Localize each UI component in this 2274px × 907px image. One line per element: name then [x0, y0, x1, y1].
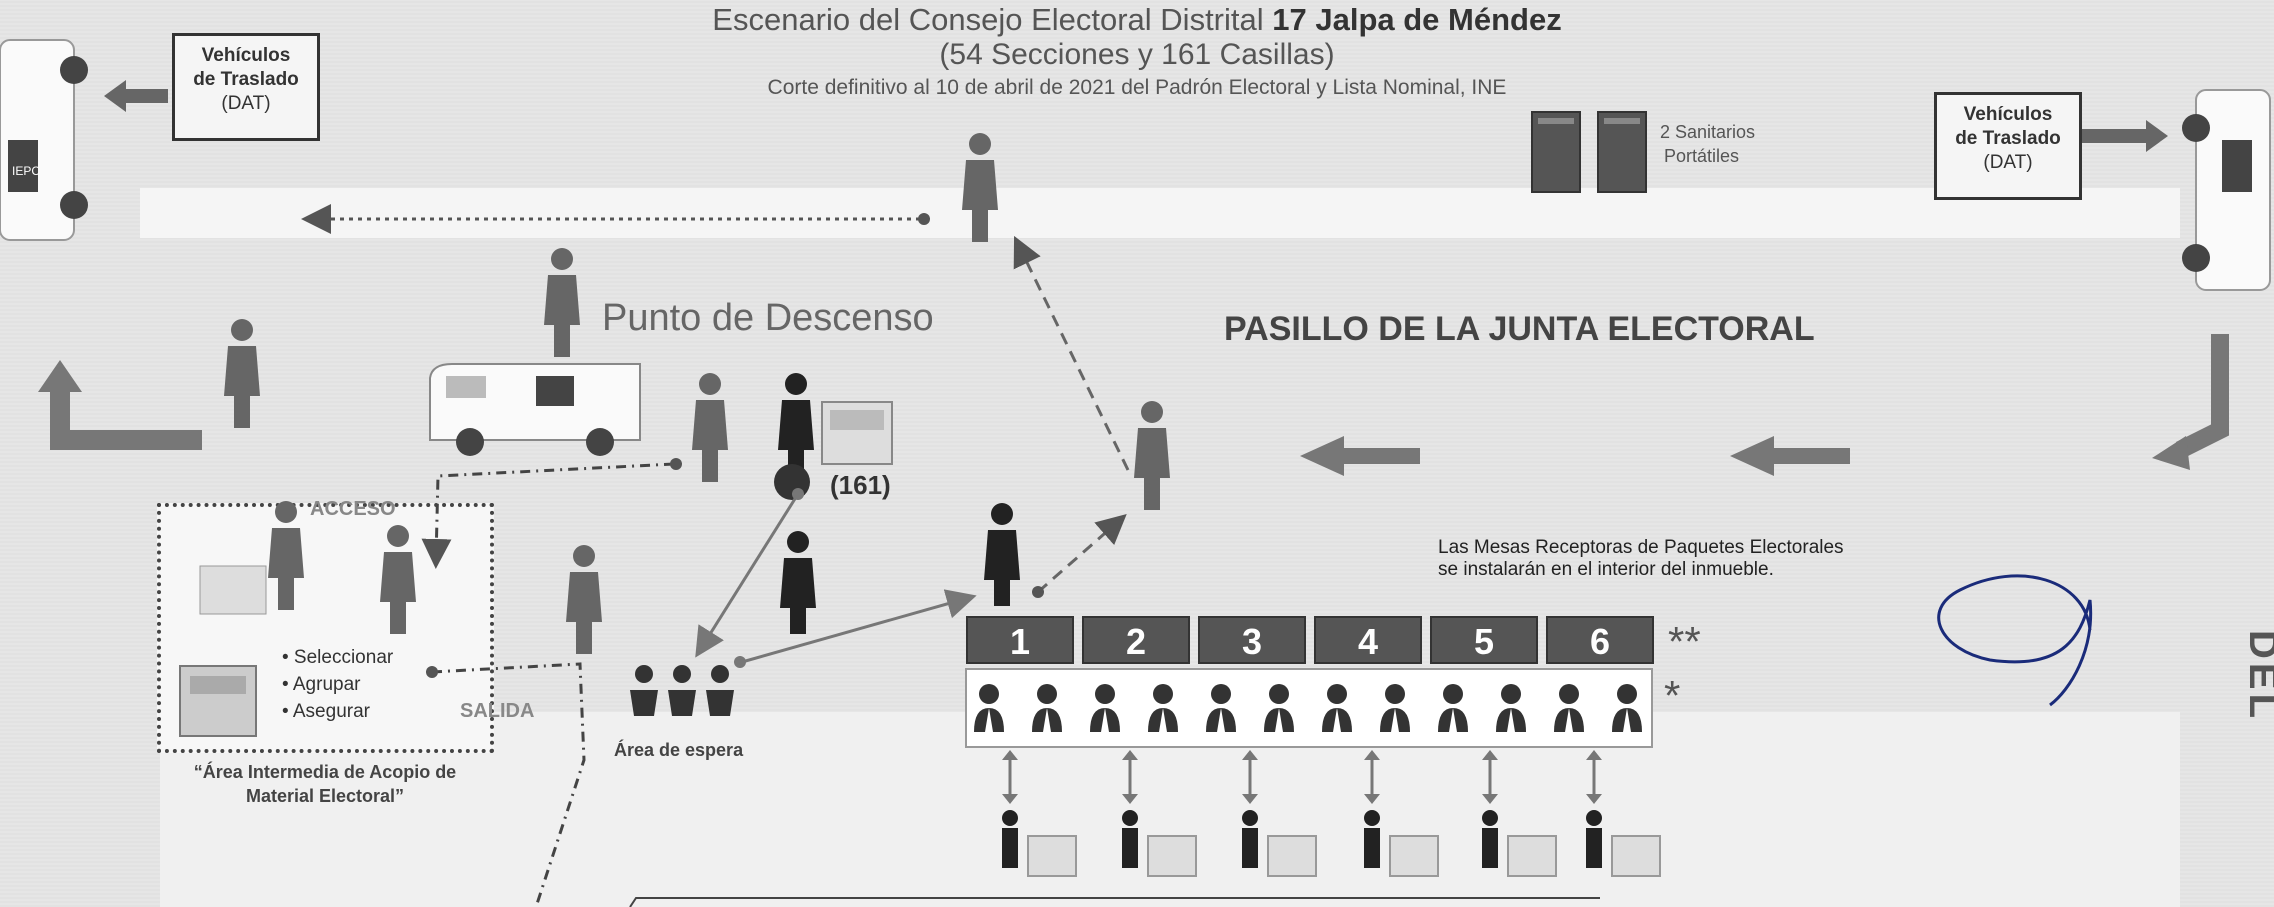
- step-asegurar: • Asegurar: [282, 701, 370, 722]
- mesas-note: Las Mesas Receptoras de Paquetes Elector…: [1438, 537, 1844, 580]
- mesa-4: 4: [1314, 616, 1422, 664]
- arrow-to-mesas: [741, 589, 977, 664]
- arrow-to-left-van-head: [104, 80, 126, 112]
- top-lane-band: [140, 188, 2180, 238]
- return-arrow-right-head: [2152, 436, 2190, 470]
- return-arrow-right: [2175, 334, 2229, 459]
- van-left-icon: IEPC: [0, 39, 88, 241]
- flow-into-acceso: [421, 462, 675, 569]
- area-steps-list: • Seleccionar • Agrupar • Asegurar: [282, 644, 393, 725]
- area-caption: “Área Intermedia de Acopio de Material E…: [193, 762, 457, 806]
- espera-label: Área de espera: [614, 740, 744, 760]
- van-descenso-icon: [429, 363, 641, 456]
- step-agrupar: • Agrupar: [282, 674, 361, 695]
- punto-descenso-label: Punto de Descenso: [602, 297, 934, 339]
- bottom-line: [629, 897, 1600, 907]
- package-box-icon: [821, 401, 893, 465]
- van-right-icon: [2182, 89, 2271, 291]
- vehicles-box-right: Vehículos de Traslado (DAT): [1934, 92, 2082, 200]
- flow-to-top-person: [1013, 235, 1130, 471]
- vehicles-box-left: Vehículos de Traslado (DAT): [172, 33, 320, 141]
- mesa-3: 3: [1198, 616, 1306, 664]
- sanitarios-icon: [1531, 111, 1647, 193]
- mesa-updown-arrows: [1008, 758, 1596, 796]
- workers-icons: [974, 684, 1642, 732]
- person-dark-icons: [774, 373, 1020, 634]
- flow-mesa-to-pasillo: [1037, 514, 1127, 594]
- diagram-subtitle: (54 Secciones y 161 Casillas): [939, 38, 1335, 71]
- flow-dot-salida: [426, 666, 438, 678]
- diagram-title: Escenario del Consejo Electoral Distrita…: [712, 2, 1562, 37]
- mesa-5: 5: [1430, 616, 1538, 664]
- arrow-to-espera: [695, 493, 800, 658]
- arrow-espera-dot: [792, 488, 804, 500]
- mesa-6: 6: [1546, 616, 1654, 664]
- espera-people-icon: [630, 665, 734, 716]
- pasillo-label: PASILLO DE LA JUNTA ELECTORAL: [1224, 310, 1815, 348]
- mesa-2: 2: [1082, 616, 1190, 664]
- queue-icons: [1002, 810, 1661, 877]
- salida-label: SALIDA: [460, 700, 535, 722]
- arrow-mesas-dot: [734, 656, 746, 668]
- flow-dot-mesa: [1032, 586, 1044, 598]
- flow-dot-descenso: [670, 458, 682, 470]
- cerrada-label: CERRADA DEL: [2241, 630, 2274, 722]
- exit-dot: [918, 213, 930, 225]
- packages-count: (161): [830, 470, 891, 500]
- step-seleccionar: • Seleccionar: [282, 647, 394, 668]
- acceso-label: ACCESO: [310, 498, 396, 520]
- return-arrow-left: [50, 384, 202, 450]
- single-star-marker: *: [1664, 672, 1681, 719]
- sanitarios-label: 2 Sanitarios Portátiles: [1660, 122, 1756, 166]
- pasillo-arrow-2-head: [1730, 436, 1774, 476]
- svg-text:IEPC: IEPC: [12, 164, 40, 178]
- mesa-1: 1: [966, 616, 1074, 664]
- pasillo-arrow-1-head: [1300, 436, 1344, 476]
- workers-strip: [965, 668, 1653, 748]
- mesas-row: 1 2 3 4 5 6: [966, 616, 1654, 664]
- diagram-note: Corte definitivo al 10 de abril de 2021 …: [767, 76, 1507, 99]
- area-intermedia-icons: [179, 565, 267, 737]
- person-icons: [224, 133, 1170, 654]
- arrow-to-right-van-head: [2146, 120, 2168, 152]
- mesa-updown-heads: [1002, 750, 1602, 804]
- pen-scribble: [1937, 574, 2093, 707]
- flow-from-salida: [431, 662, 586, 907]
- double-star-marker: **: [1668, 618, 1701, 665]
- return-arrow-left-head: [38, 360, 82, 392]
